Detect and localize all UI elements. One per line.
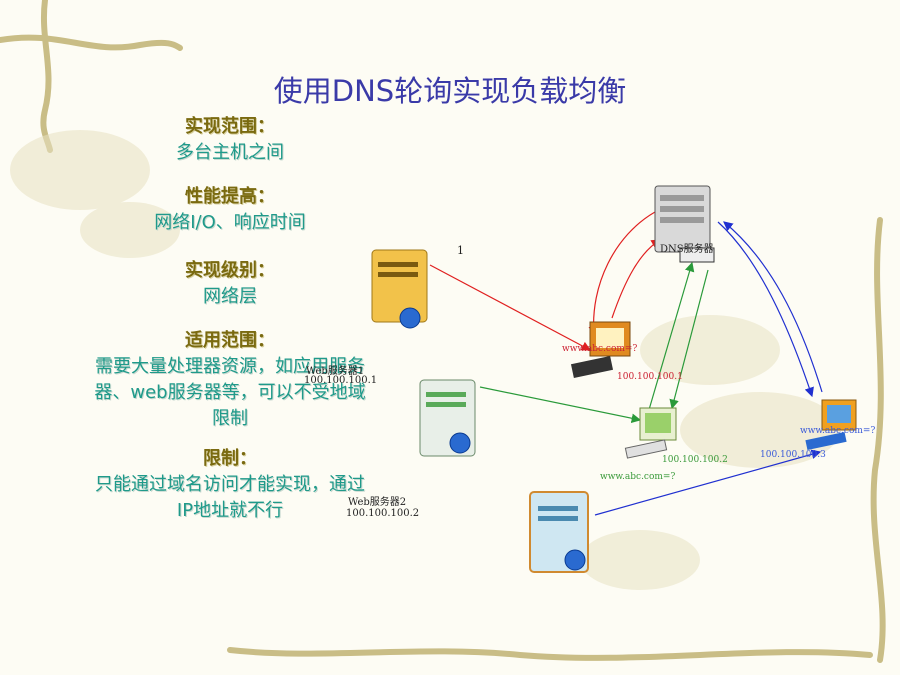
section-heading: 性能提高： [185, 186, 275, 207]
link-dns-client3-query [717, 221, 814, 398]
link-server1-client1 [429, 264, 592, 351]
client3-computer-icon [805, 399, 857, 451]
client3-ip-label: 100.100.100.3 [760, 450, 826, 460]
web-server3-icon [529, 491, 589, 573]
web-server2-icon [419, 379, 476, 457]
section-body: 器、web服务器等，可以不受地域 [94, 382, 366, 403]
server2-ip-label: 100.100.100.2 [346, 508, 420, 519]
dns-server-icon [654, 185, 715, 263]
section-body: 网络I/O、响应时间 [154, 212, 306, 233]
section-body: 需要大量处理器资源，如应用服务 [95, 356, 365, 377]
link-dns-client1-reply [611, 239, 662, 319]
section-heading: 实现范围： [185, 116, 275, 137]
info-section-performance: 性能提高： 网络I/O、响应时间 [40, 182, 420, 234]
section-body: 只能通过域名访问才能实现，通过 [95, 474, 365, 495]
section-body: 限制 [212, 408, 248, 429]
section-heading: 限制： [203, 448, 257, 469]
info-section-level: 实现级别： 网络层 [40, 256, 420, 308]
link-client3-dns-reply [723, 221, 823, 393]
page-title: 使用DNS轮询实现负载均衡 [273, 74, 627, 108]
web-server1-icon [371, 249, 428, 329]
link-server3-client3 [594, 449, 822, 516]
info-section-limitation: 限制： 只能通过域名访问才能实现，通过 IP地址就不行 [40, 444, 420, 522]
dns-server-label: DNS服务器 [660, 244, 714, 255]
client1-query-label: www.abc.com=? [562, 344, 638, 354]
client2-computer-icon [624, 407, 677, 459]
section-body: IP地址就不行 [176, 500, 284, 521]
client2-ip-label: 100.100.100.2 [662, 455, 728, 465]
client1-ip-label: 100.100.100.1 [617, 372, 683, 382]
server2-name-label: Web服务器2 [348, 497, 407, 508]
server1-name-label: Web服务器1 [306, 366, 365, 377]
info-section-scope: 实现范围： 多台主机之间 [40, 112, 420, 164]
link-dns-client1-query [588, 211, 656, 337]
link-client2-dns-query [645, 261, 695, 421]
info-section-applicability: 适用范围： 需要大量处理器资源，如应用服务 器、web服务器等，可以不受地域 限… [40, 326, 420, 430]
client1-computer-icon [570, 321, 631, 379]
step-number-label: 1 [457, 244, 464, 257]
section-body: 多台主机之间 [176, 142, 284, 163]
section-body: 网络层 [203, 286, 257, 307]
link-dns-client2-reply [669, 269, 709, 410]
server1-ip-label: 100.100.100.1 [304, 375, 378, 386]
client2-query-label: www.abc.com=? [600, 472, 676, 482]
section-heading: 实现级别： [185, 260, 275, 281]
link-server2-client2 [479, 386, 642, 424]
section-heading: 适用范围： [185, 330, 275, 351]
client3-query-label: www.abc.com=? [800, 426, 876, 436]
